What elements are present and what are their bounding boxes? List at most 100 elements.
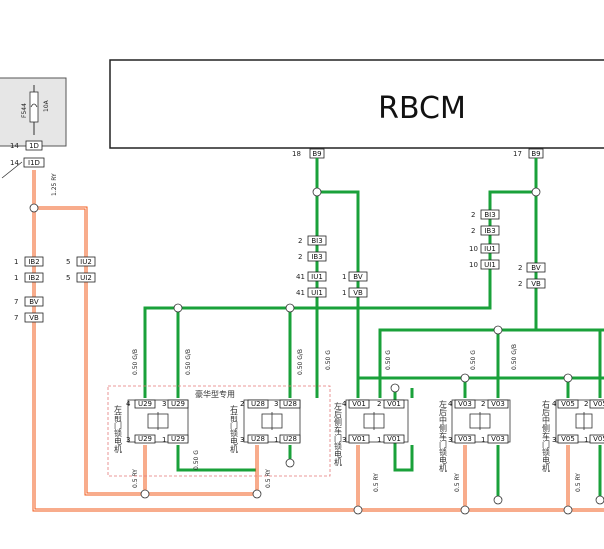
- svg-text:IB3: IB3: [484, 227, 495, 235]
- luxury-only-frame: [107, 385, 331, 477]
- svg-text:2: 2: [518, 280, 522, 288]
- svg-text:U29: U29: [171, 435, 185, 443]
- svg-text:U29: U29: [138, 435, 152, 443]
- motor-right-rear-middle: 4 V05 V05 2 3 V05 V05 1 右后中侧车门锁电机: [542, 399, 604, 473]
- svg-text:IU1: IU1: [484, 245, 496, 253]
- svg-text:0.5 RY: 0.5 RY: [132, 469, 139, 488]
- svg-text:U28: U28: [283, 435, 297, 443]
- luxury-note: 豪华型专用: [195, 389, 235, 399]
- svg-text:3: 3: [274, 400, 278, 408]
- svg-text:0.5 RY: 0.5 RY: [265, 469, 272, 488]
- svg-text:UI1: UI1: [484, 261, 496, 269]
- svg-text:U29: U29: [171, 400, 185, 408]
- svg-text:1: 1: [584, 436, 588, 444]
- svg-text:左前门锁电机: 左前门锁电机: [114, 404, 123, 454]
- svg-text:10: 10: [469, 261, 478, 269]
- svg-text:0.5 RY: 0.5 RY: [373, 473, 380, 492]
- fuse-id: F544: [21, 103, 28, 118]
- splice-nodes: [29, 187, 604, 515]
- svg-text:1: 1: [14, 258, 18, 266]
- svg-text:5: 5: [66, 258, 70, 266]
- rbcm-module: [109, 59, 604, 149]
- svg-text:V01: V01: [352, 400, 366, 408]
- svg-text:10: 10: [469, 245, 478, 253]
- svg-text:4: 4: [126, 400, 131, 408]
- svg-text:BV: BV: [353, 273, 363, 281]
- svg-text:3: 3: [240, 436, 244, 444]
- svg-text:4: 4: [342, 400, 347, 408]
- svg-text:0.50 G/B: 0.50 G/B: [185, 349, 192, 375]
- svg-text:3: 3: [552, 436, 556, 444]
- svg-text:1: 1: [274, 436, 278, 444]
- svg-text:7: 7: [14, 298, 18, 306]
- svg-text:2: 2: [481, 400, 485, 408]
- motor-left-front: 4 U29 U29 3 3 U29 U29 1 左前门锁电机: [114, 399, 189, 454]
- fuse-rating: 10A: [43, 99, 50, 112]
- fuse-icon: [29, 91, 39, 123]
- motor-left-rear-side: 4 V01 V01 2 3 V01 V01 1 左后侧车门锁电机: [334, 399, 409, 467]
- svg-text:2: 2: [471, 227, 475, 235]
- rbcm-pin-name-2: B9: [531, 150, 540, 158]
- orange-wires: [32, 170, 604, 512]
- rbcm-pin-num-2: 17: [513, 150, 522, 158]
- svg-text:IB2: IB2: [28, 258, 39, 266]
- svg-text:U28: U28: [251, 435, 265, 443]
- green-wires: [143, 158, 604, 500]
- svg-text:UI1: UI1: [311, 289, 323, 297]
- svg-text:V05: V05: [561, 400, 575, 408]
- svg-text:VB: VB: [531, 280, 541, 288]
- svg-text:BI3: BI3: [311, 237, 322, 245]
- svg-text:VB: VB: [29, 314, 39, 322]
- svg-text:V05: V05: [593, 400, 604, 408]
- motor-right-front: 2 U28 U28 3 3 U28 U28 1 右前门锁电机: [230, 399, 301, 454]
- svg-text:1: 1: [481, 436, 485, 444]
- svg-text:IU2: IU2: [80, 258, 92, 266]
- wire-labels: 0.50 G/B 0.50 G/B 0.50 G/B 0.50 G 0.50 G…: [132, 344, 582, 492]
- svg-text:V03: V03: [491, 400, 505, 408]
- svg-text:1D: 1D: [29, 142, 39, 150]
- svg-text:14: 14: [10, 142, 19, 150]
- svg-text:2: 2: [298, 253, 302, 261]
- svg-text:U29: U29: [138, 400, 152, 408]
- svg-text:BI3: BI3: [484, 211, 495, 219]
- svg-text:V03: V03: [491, 435, 505, 443]
- svg-text:14: 14: [10, 159, 19, 167]
- svg-text:U28: U28: [283, 400, 297, 408]
- svg-text:V05: V05: [561, 435, 575, 443]
- svg-text:V03: V03: [458, 435, 472, 443]
- svg-text:左后侧车门锁电机: 左后侧车门锁电机: [334, 401, 343, 467]
- svg-text:1: 1: [377, 436, 381, 444]
- svg-text:2: 2: [584, 400, 588, 408]
- svg-text:5: 5: [66, 274, 70, 282]
- svg-text:IB2: IB2: [28, 274, 39, 282]
- svg-text:V01: V01: [387, 435, 401, 443]
- svg-text:0.50 G: 0.50 G: [385, 350, 392, 370]
- svg-text:0.5 RY: 0.5 RY: [454, 473, 461, 492]
- svg-text:7: 7: [14, 314, 18, 322]
- svg-text:3: 3: [448, 436, 452, 444]
- motor-left-rear-middle: 4 V03 V03 2 3 V03 V03 1 左后中侧车门锁电机: [439, 399, 511, 473]
- svg-text:41: 41: [296, 273, 305, 281]
- svg-text:BV: BV: [29, 298, 39, 306]
- svg-text:右前门锁电机: 右前门锁电机: [230, 404, 239, 454]
- svg-text:3: 3: [162, 400, 166, 408]
- svg-text:U28: U28: [251, 400, 265, 408]
- svg-text:IB3: IB3: [311, 253, 322, 261]
- svg-text:2: 2: [240, 400, 244, 408]
- svg-text:0.50 G: 0.50 G: [325, 350, 332, 370]
- svg-text:1.25 RY: 1.25 RY: [51, 173, 58, 196]
- left-connector-stack: 14 1D 14 I1D 1.25 RY 1 IB2 1 IB2 7 BV 7 …: [1, 140, 96, 323]
- svg-text:4: 4: [552, 400, 557, 408]
- svg-text:2: 2: [298, 237, 302, 245]
- svg-text:BV: BV: [531, 264, 541, 272]
- svg-text:0.5 RY: 0.5 RY: [575, 473, 582, 492]
- svg-text:V03: V03: [458, 400, 472, 408]
- mid-connector-stack: 2 BI3 2 IB3 41 IU1 41 UI1 1 BV 1 VB: [296, 235, 368, 298]
- svg-text:I1D: I1D: [28, 159, 40, 167]
- svg-text:0.50 G/B: 0.50 G/B: [132, 349, 139, 375]
- svg-text:VB: VB: [353, 289, 363, 297]
- svg-text:2: 2: [377, 400, 381, 408]
- svg-text:1: 1: [342, 289, 346, 297]
- svg-text:3: 3: [126, 436, 130, 444]
